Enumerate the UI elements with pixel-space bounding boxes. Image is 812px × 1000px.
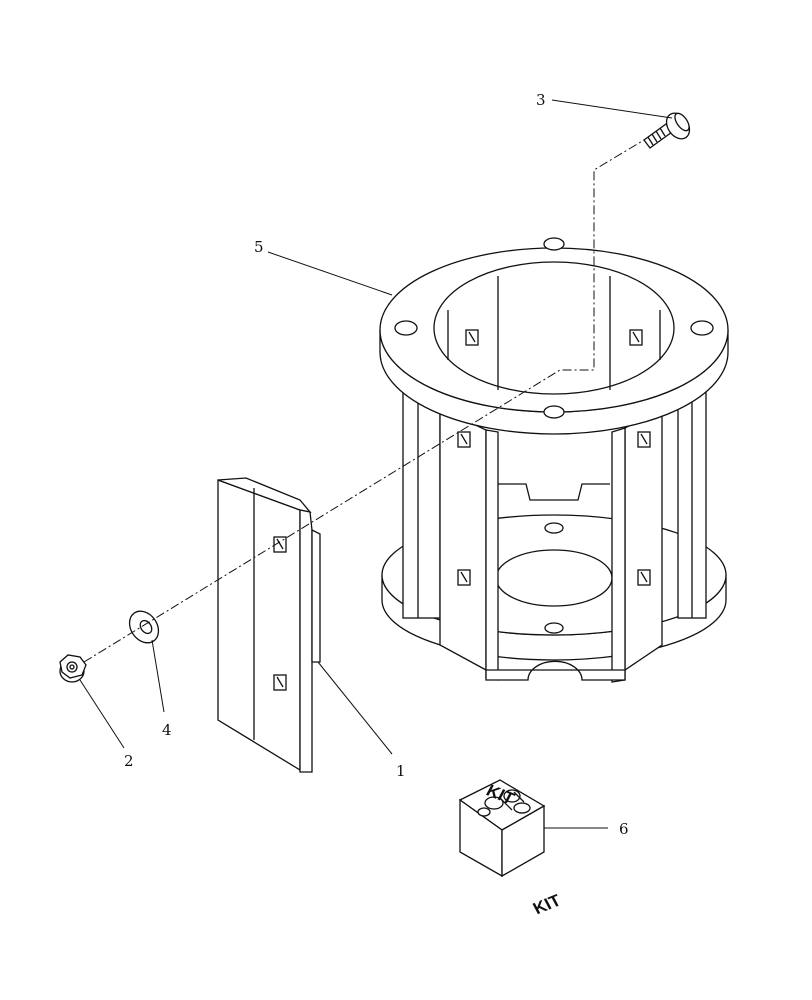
callout-part-5: 5: [254, 238, 264, 256]
hardware-kit-box: KIT KIT: [458, 779, 565, 918]
callout-part-1: 1: [396, 762, 406, 780]
leader-lines: [79, 99, 673, 829]
angle-bracket: [217, 477, 321, 773]
kit-hardware-contents: [477, 789, 531, 817]
washer: [128, 610, 160, 644]
flange-nut: [59, 654, 87, 683]
callout-part-2: 2: [124, 752, 134, 770]
assembly-center-line: [83, 139, 645, 663]
callout-part-3: 3: [536, 91, 546, 109]
callout-part-4: 4: [162, 721, 172, 739]
spool-housing: [379, 237, 729, 683]
callout-part-6: 6: [619, 820, 629, 838]
carriage-bolt: [643, 112, 691, 149]
kit-label-right: KIT: [530, 891, 565, 918]
fin-square-hole: [457, 431, 651, 586]
